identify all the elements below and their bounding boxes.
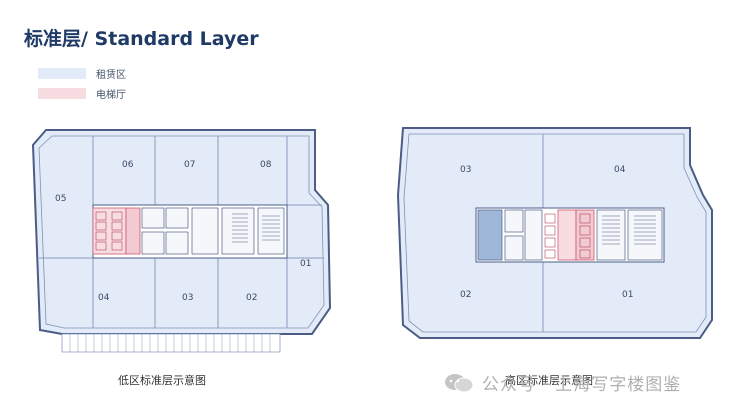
high-zone-elevator-shafts xyxy=(544,213,591,259)
low-zone-unit-04: 04 xyxy=(98,293,110,303)
low-zone-partitions xyxy=(39,136,324,328)
high-zone-stair-core xyxy=(477,209,503,261)
high-zone-caption: 高区标准层示意图 xyxy=(505,374,593,387)
low-zone-podium xyxy=(61,333,281,353)
legend-item-lease: 租赁区 xyxy=(38,66,126,81)
high-zone-unit-01: 01 xyxy=(622,290,633,300)
low-zone-caption: 低区标准层示意图 xyxy=(118,374,206,387)
high-zone-core-rooms xyxy=(504,209,663,261)
high-zone-unit-04: 04 xyxy=(614,165,626,175)
low-zone-unit-07: 07 xyxy=(184,160,195,170)
high-zone-inner-wall xyxy=(403,133,707,333)
wechat-icon xyxy=(445,373,474,392)
high-zone-elevator-lobby xyxy=(557,209,577,261)
legend-label-elevator-lobby: 电梯厅 xyxy=(96,90,126,101)
legend-swatch-elevator-lobby xyxy=(38,88,86,99)
low-zone-core-rooms xyxy=(141,207,285,255)
watermark-text: 公众号 · 上海写字楼图鉴 xyxy=(482,375,682,395)
watermark: 公众号 · 上海写字楼图鉴 xyxy=(444,370,681,395)
page-title: 标准层/ Standard Layer xyxy=(24,28,259,50)
high-zone-unit-02: 02 xyxy=(460,290,471,300)
low-zone-unit-08: 08 xyxy=(260,160,272,170)
legend-item-elevator-lobby: 电梯厅 xyxy=(38,86,126,101)
low-zone-podium-stripes xyxy=(69,334,271,352)
low-zone-unit-05: 05 xyxy=(55,194,66,204)
legend-swatch-lease xyxy=(38,68,86,79)
low-zone-unit-06: 06 xyxy=(122,160,134,170)
legend-label-lease: 租赁区 xyxy=(96,70,126,81)
legend: 租赁区 电梯厅 xyxy=(38,66,126,106)
low-zone-stairs xyxy=(232,213,280,243)
high-zone-floor-plan: 03 04 02 01 xyxy=(396,127,713,339)
high-zone-unit-03: 03 xyxy=(460,165,471,175)
low-zone-unit-02: 02 xyxy=(246,293,257,303)
low-zone-unit-01: 01 xyxy=(300,259,311,269)
high-zone-stairs xyxy=(602,215,656,245)
low-zone-floor-plan: 05 06 07 08 01 04 03 02 xyxy=(31,129,332,353)
low-zone-unit-03: 03 xyxy=(182,293,193,303)
low-zone-elevator-shafts xyxy=(95,211,123,251)
low-zone-inner-wall xyxy=(38,135,325,329)
low-zone-elevator-lobby-2 xyxy=(125,207,141,255)
low-zone-elevator-lobby xyxy=(92,207,127,255)
